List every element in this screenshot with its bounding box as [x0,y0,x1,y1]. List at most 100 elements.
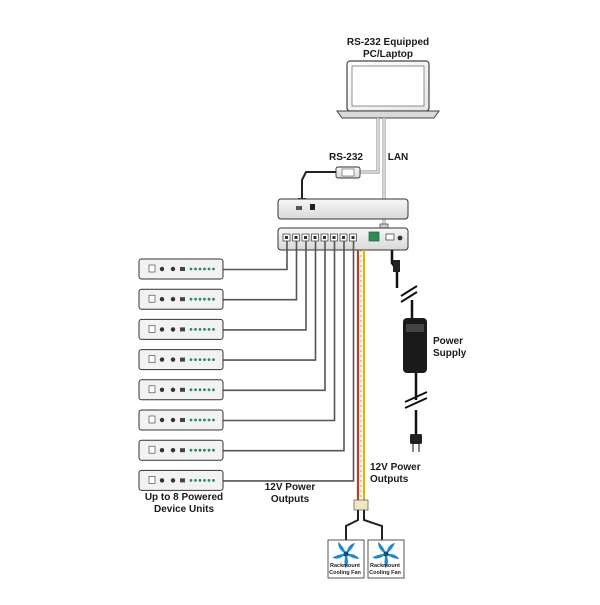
power-supply-label-line2: Supply [433,348,467,359]
fan-label-2-line1: Rackmount [370,563,400,569]
device-led [198,358,202,361]
pdu-output-port-pin [304,236,307,239]
power-outputs-left-line1: 12V Power [264,482,316,493]
fan-blade [332,553,346,559]
device-knob [159,297,165,302]
device-led [207,479,211,482]
device-unit [138,469,224,491]
device-led [207,267,211,271]
device-led [203,388,206,392]
fan-blade [386,543,395,554]
device-switch [180,418,185,422]
device-knob [170,387,176,392]
power-supply-label-line1: Power [433,336,464,347]
device-unit [138,288,224,310]
devices-label: Up to 8 Powered Device Units [136,492,232,516]
pdu-output-port-pin [332,236,336,239]
device-led [198,418,202,422]
device-led [198,388,202,392]
device-led [198,448,202,452]
device-knob [170,357,176,362]
pdu-output-port-pin [323,236,326,239]
device-led [203,297,206,301]
fan-hub [383,551,389,557]
device-led [207,418,211,422]
power-outputs-left-label: 12V Power Outputs [252,482,328,506]
device-led [207,297,211,301]
device-knob [159,266,165,272]
fan-hub [343,551,349,557]
device-led [189,448,193,452]
device-led [194,388,197,392]
device-led [207,328,211,331]
pdu-output-port-pin [313,236,317,239]
fan-blade [338,542,346,554]
device-led [212,479,215,482]
device-led [212,448,215,452]
device-led [203,328,206,331]
device-led [189,297,193,301]
rs232-cable-laptop [360,118,380,174]
pc-label-line1: RS-232 Equipped [346,37,430,48]
device-unit [138,439,224,461]
device-knob [159,417,165,423]
device-knob [170,266,176,272]
device-led [203,267,206,271]
device-port [148,445,156,454]
device-led [194,418,197,422]
device-led [203,418,206,422]
power-supply-label: Power Supply [433,336,466,360]
power-outputs-right-label: 12V Power Outputs [370,462,421,486]
device-led [203,479,206,482]
device-led [207,388,211,392]
device-led [203,358,206,361]
power-supply-icon [390,250,428,452]
power-outputs-right-line1: 12V Power [370,462,421,473]
device-cable [223,241,326,392]
device-port [148,325,156,333]
pdu-output-port-pin [351,236,355,239]
device-knob [159,327,165,332]
device-knob [159,357,165,362]
device-knob [159,478,165,483]
fan-label-2: Rackmount Cooling Fan [366,563,404,576]
device-led [198,328,202,331]
power-distribution-unit [277,227,409,251]
fan-power-cable [345,250,383,540]
device-knob [170,417,176,423]
device-cable [223,241,355,482]
device-led [198,297,202,301]
device-switch [180,448,185,453]
device-cable [223,241,317,361]
lan-label: LAN [387,152,409,163]
device-port [148,385,156,394]
device-led [212,388,215,392]
fan-blade [378,542,386,554]
power-outputs-left-line2: Outputs [270,494,310,505]
device-led [189,479,193,482]
device-led [198,479,202,482]
fan-blade [346,543,355,554]
fan-blade [344,554,348,569]
device-led [212,267,215,271]
device-led [207,448,211,452]
cooling-fan-icon [367,539,405,579]
device-switch [180,267,185,271]
device-port [148,476,156,484]
device-cable [223,241,336,422]
laptop-icon [336,60,440,119]
device-cable [223,241,298,301]
device-port [148,264,156,273]
device-unit [138,349,224,371]
pc-label: RS-232 Equipped PC/Laptop [332,37,444,61]
device-knob [170,478,176,483]
devices-label-line2: Device Units [153,504,215,515]
device-power-cables [223,241,355,482]
device-led [194,328,197,331]
device-switch [180,478,185,483]
device-led [194,358,197,361]
fan-blade [346,553,360,560]
device-led [194,479,197,482]
pdu-output-port-pin [342,236,345,239]
